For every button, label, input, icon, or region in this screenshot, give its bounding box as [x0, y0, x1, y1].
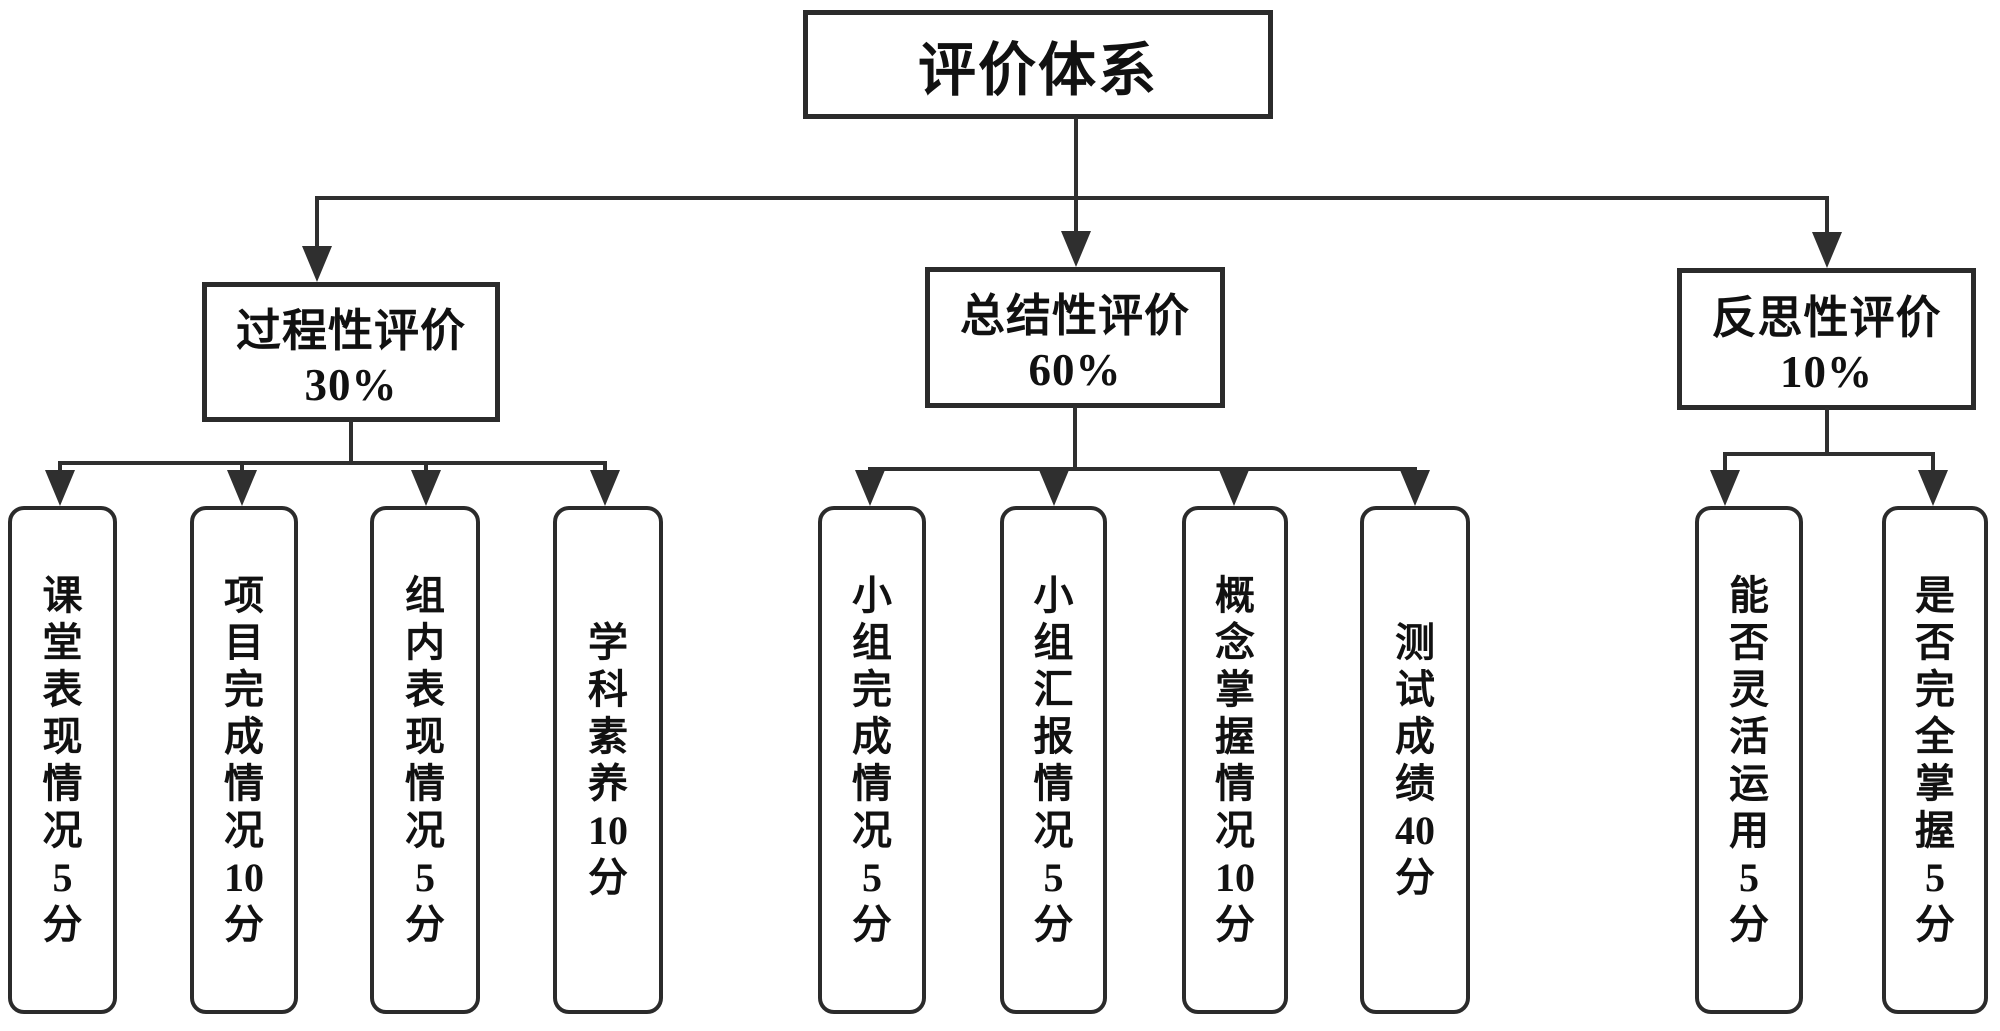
group3-arrow2-shaft: [1931, 452, 1935, 474]
root-connector-line: [1074, 117, 1078, 200]
branch-label-reflective: 反思性评价10%: [1711, 292, 1942, 397]
branch1-arrow-shaft: [315, 196, 319, 252]
group2-arrowhead1-icon: [855, 470, 885, 506]
group1-arrowhead3-icon: [411, 470, 441, 506]
group3-arrowhead1-icon: [1710, 470, 1740, 506]
branch-box-process: 过程性评价30%: [202, 282, 500, 422]
branch3-arrow-shaft: [1825, 196, 1829, 236]
group3-arrowhead2-icon: [1918, 470, 1948, 506]
group1-arrowhead2-icon: [227, 470, 257, 506]
branch2-arrowhead-icon: [1061, 231, 1091, 267]
group3-arrow1-shaft: [1723, 452, 1727, 474]
group2-rail-line: [868, 467, 1417, 471]
branch-label-summative: 总结性评价60%: [959, 291, 1190, 395]
group2-arrowhead3-icon: [1219, 470, 1249, 506]
branch3-arrowhead-icon: [1812, 232, 1842, 268]
group1-arrow4-shaft: [603, 461, 607, 474]
branch2-arrow-shaft: [1074, 196, 1078, 235]
branch-label-process: 过程性评价30%: [235, 305, 466, 410]
group1-arrow2-shaft: [240, 461, 244, 474]
group1-arrow3-shaft: [424, 461, 428, 474]
group3-stem-line: [1825, 408, 1829, 456]
group2-arrowhead4-icon: [1400, 470, 1430, 506]
group1-arrowhead1-icon: [45, 470, 75, 506]
group1-stem-line: [349, 420, 353, 465]
branch-box-summative: 总结性评价60%: [925, 267, 1225, 408]
group3-rail-line: [1723, 452, 1935, 456]
root-node-label: 评价体系: [917, 37, 1158, 103]
group1-rail-line: [58, 461, 607, 465]
group2-arrowhead2-icon: [1039, 470, 1069, 506]
group1-arrowhead4-icon: [590, 470, 620, 506]
branch-box-reflective: 反思性评价10%: [1677, 268, 1976, 410]
group1-arrow1-shaft: [58, 461, 62, 474]
branch1-arrowhead-icon: [302, 246, 332, 282]
level1-rail-line: [315, 196, 1829, 200]
group2-stem-line: [1073, 406, 1077, 471]
root-node-box: 评价体系: [803, 10, 1273, 119]
